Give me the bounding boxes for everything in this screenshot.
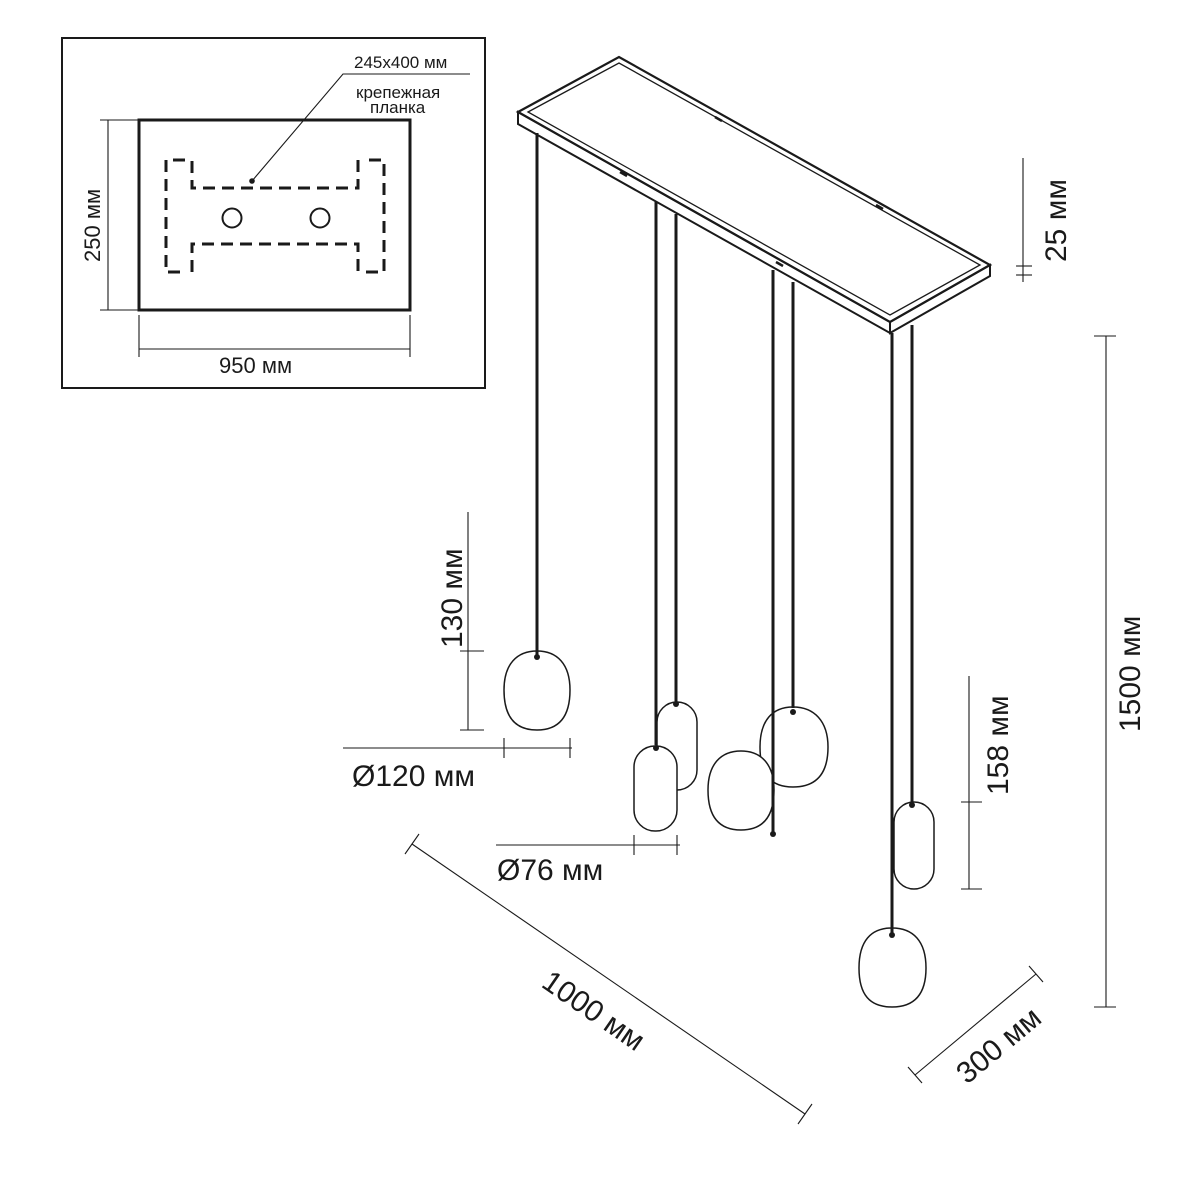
round-shade bbox=[707, 750, 775, 831]
depth-label: 300 мм bbox=[950, 1001, 1048, 1090]
capsule-shade bbox=[633, 745, 678, 832]
round-shade bbox=[503, 650, 571, 731]
length-label: 1000 мм bbox=[536, 965, 651, 1058]
canopy-top-face bbox=[515, 55, 993, 324]
canopy-top-view bbox=[137, 118, 412, 312]
canopy-right-face bbox=[889, 263, 991, 335]
capsule-shade bbox=[893, 801, 935, 890]
inset-frame bbox=[61, 37, 486, 389]
small-shade-diameter-label: Ø76 мм bbox=[497, 854, 603, 887]
mount-plate-width-label: 950 мм bbox=[219, 353, 292, 378]
mount-plate-name-line2: планка bbox=[370, 98, 426, 117]
pendant-shades bbox=[503, 650, 935, 1008]
total-height-label: 1500 мм bbox=[1114, 616, 1147, 732]
canopy bbox=[515, 55, 993, 335]
mount-plate-height-label: 250 мм bbox=[80, 189, 105, 262]
mounting-hole-right bbox=[309, 207, 331, 229]
leader-line bbox=[251, 73, 470, 182]
dimension-annotations: 25 мм 1500 мм 130 мм Ø120 мм Ø76 мм 158 … bbox=[343, 158, 1147, 1125]
mount-plate-name-line1: крепежная bbox=[356, 83, 440, 102]
large-shade-height-label: 130 мм bbox=[436, 548, 469, 648]
mount-plate-inset: 245x400 мм крепежная планка 250 мм 950 м… bbox=[61, 37, 486, 389]
mounting-hole-left bbox=[221, 207, 243, 229]
small-shade-height-label: 158 мм bbox=[982, 695, 1015, 795]
canopy-inner-rim bbox=[526, 62, 982, 316]
round-shade bbox=[858, 927, 927, 1008]
large-shade-diameter-label: Ø120 мм bbox=[352, 760, 475, 793]
suspension-cords bbox=[535, 133, 914, 933]
mount-plate-size-label: 245x400 мм bbox=[354, 53, 447, 72]
round-shade bbox=[759, 706, 829, 788]
mounting-bar-outline bbox=[164, 158, 386, 274]
canopy-thickness-label: 25 мм bbox=[1040, 179, 1073, 262]
canopy-front-face bbox=[517, 110, 891, 335]
